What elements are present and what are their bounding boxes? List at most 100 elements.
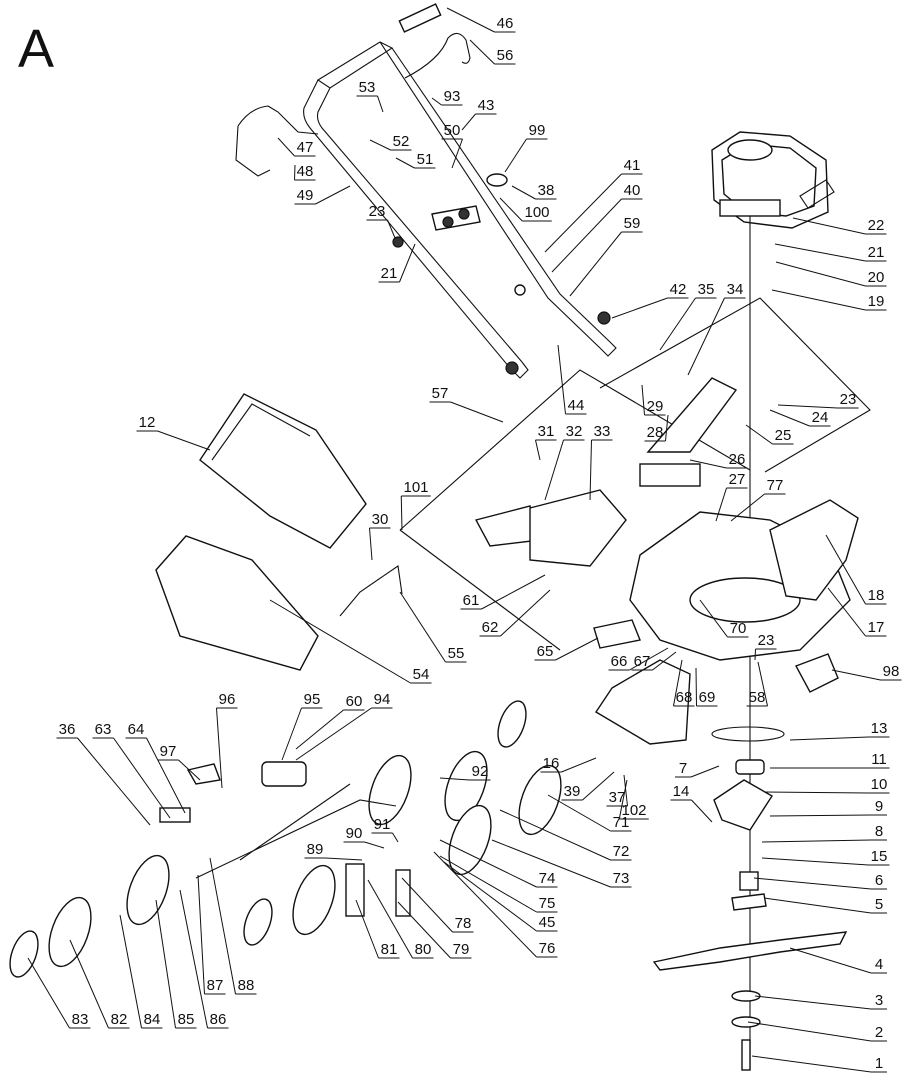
callout-leader [499,809,611,861]
callout-24: 24 [769,409,831,427]
callout-label: 14 [673,783,690,800]
callout-37: 37 [606,774,628,807]
callout-label: 3 [875,992,883,1009]
callout-leader [439,855,537,913]
callout-58: 58 [746,661,768,707]
callout-leader [281,707,302,761]
callout-leader [155,899,176,1029]
callout-leader [325,857,363,861]
callout-75: 75 [439,855,558,913]
blade-stack [652,726,848,1071]
callout-leader [535,439,541,461]
callout-68: 68 [673,659,695,707]
callout-label: 40 [624,182,641,199]
callout-leader [789,736,869,741]
callout-88: 88 [209,857,257,995]
callout-leader [623,774,628,807]
callout-leader [27,957,70,1029]
callout-81: 81 [355,899,400,959]
callout-73: 73 [491,839,632,888]
callout-label: 85 [178,1011,195,1028]
callout-1: 1 [751,1055,887,1073]
callout-label: 87 [207,977,224,994]
callout-leader [699,599,728,638]
callout-label: 45 [539,914,556,931]
callout-leader [179,889,208,1029]
callout-leader [761,857,869,866]
callout-label: 32 [566,423,583,440]
callout-7: 7 [675,760,720,778]
callout-label: 51 [417,151,434,168]
callout-93: 93 [431,88,463,106]
callout-41: 41 [544,157,643,253]
callout-89: 89 [304,841,363,861]
callout-label: 84 [144,1011,161,1028]
callout-46: 46 [446,7,516,33]
callout-label: 74 [539,870,556,887]
callout-leader [431,97,442,106]
callout-label: 69 [699,689,716,706]
callout-leader [504,138,527,173]
callout-label: 99 [529,122,546,139]
callout-leader [69,939,109,1029]
view-letter: A [18,19,55,79]
callout-21b: 21 [774,243,887,262]
callout-26: 26 [689,451,748,469]
callout-99: 99 [504,122,548,173]
callout-label: 60 [346,693,363,710]
callout-5: 5 [763,896,887,914]
callout-label: 35 [698,281,715,298]
callout-55: 55 [399,591,467,663]
callout-leader [294,164,296,181]
callout-label: 55 [448,645,465,662]
callout-80: 80 [367,879,434,959]
callout-leader [769,814,872,817]
callout-28: 28 [644,414,669,442]
callout-leader [369,527,373,561]
callout-leader [401,877,453,933]
callout-85: 85 [155,899,197,1029]
callout-leader [687,297,725,376]
callout-label: 43 [478,97,495,114]
callout-16: 16 [540,755,597,773]
callout-label: 50 [444,122,461,139]
callout-label: 80 [415,941,432,958]
callout-14: 14 [670,783,713,823]
callout-22: 22 [792,217,887,235]
callout-label: 101 [403,479,428,496]
callout-leader [547,794,611,832]
callout-leader [146,737,186,814]
callout-label: 91 [374,816,391,833]
callout-17: 17 [827,587,887,637]
callout-leader [557,344,566,415]
callout-label: 31 [538,423,555,440]
callout-label: 5 [875,896,883,913]
callout-63: 63 [92,721,171,819]
callout-leader [367,879,413,959]
callout-76: 76 [433,851,558,958]
callout-35: 35 [659,281,717,351]
callout-43: 43 [461,97,497,131]
callout-57: 57 [429,385,504,423]
callout-25: 25 [745,424,794,445]
callout-label: 36 [59,721,76,738]
callout-label: 7 [679,760,687,777]
callout-label: 33 [594,423,611,440]
callout-leader [446,7,495,33]
callout-label: 76 [539,940,556,957]
callout-leader [695,667,697,707]
callout-label: 27 [729,471,746,488]
callout-91: 91 [371,816,399,843]
callout-leader [399,243,416,283]
callout-leader [511,185,536,200]
discharge-chute [474,377,738,745]
callout-leader [544,173,622,253]
callout-10: 10 [763,776,890,794]
callout-54: 54 [269,599,432,684]
callout-label: 56 [497,47,514,64]
callout-leader [443,861,537,932]
callout-label: 25 [775,427,792,444]
callout-label: 75 [539,895,556,912]
callout-87: 87 [197,874,226,995]
